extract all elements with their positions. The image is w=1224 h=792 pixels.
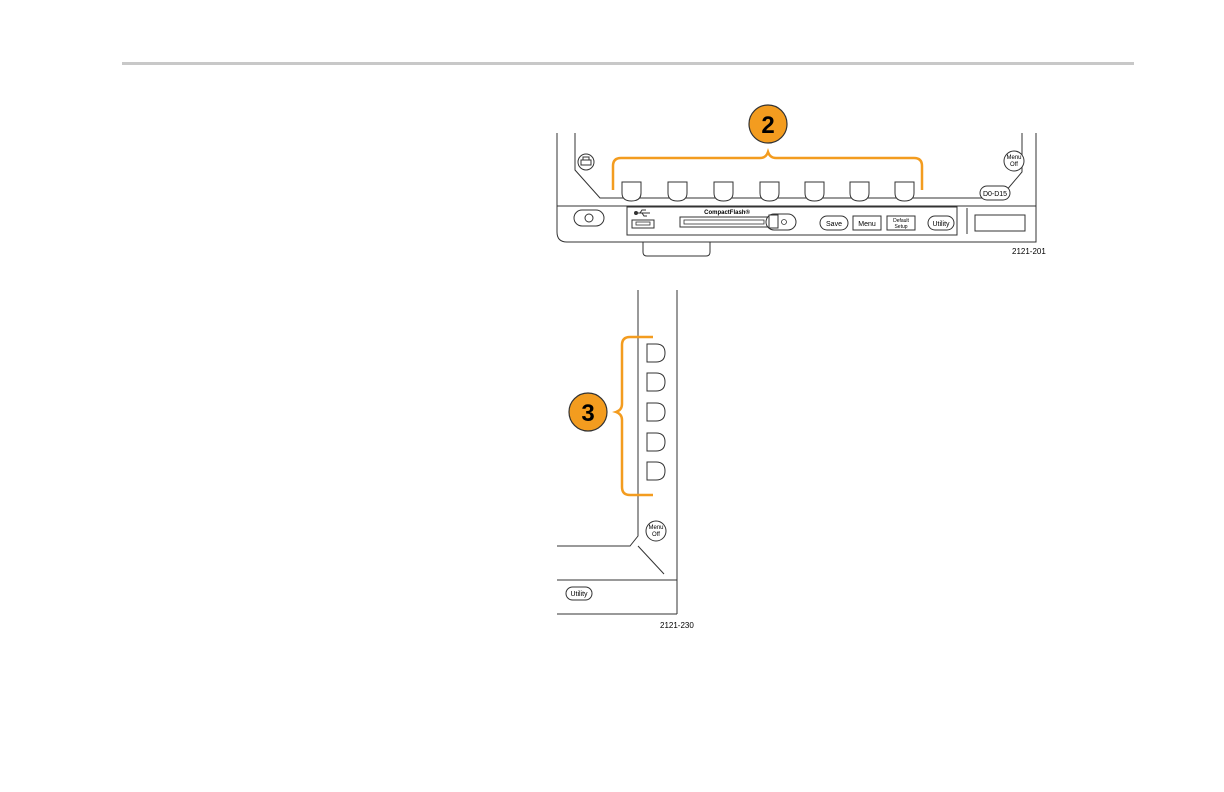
- blank-panel-slot: [975, 215, 1025, 231]
- bezel-button-2[interactable]: [668, 182, 687, 201]
- bezel-button-7[interactable]: [895, 182, 914, 201]
- default-setup-button[interactable]: Default Setup: [887, 216, 915, 230]
- utility-label: Utility: [932, 221, 950, 228]
- bezel-button-5[interactable]: [805, 182, 824, 201]
- side-frame-corner: [638, 546, 664, 574]
- side-bezel-buttons: [647, 344, 665, 480]
- figure-1-id: 2121-201: [1012, 247, 1046, 256]
- side-menu-off-button[interactable]: Menu Off: [646, 521, 666, 541]
- usb-icon: [635, 210, 651, 216]
- bezel-button-1[interactable]: [622, 182, 641, 201]
- utility-button[interactable]: Utility: [928, 216, 954, 230]
- side-button-4[interactable]: [647, 433, 665, 451]
- bezel-tab: [643, 242, 710, 256]
- callout-2-badge: 2: [749, 105, 787, 143]
- default-setup-label-2: Setup: [894, 224, 907, 230]
- menu-off-label-2: Off: [1010, 162, 1018, 168]
- side-button-5[interactable]: [647, 462, 665, 480]
- figure-2-id: 2121-230: [660, 621, 694, 630]
- bezel-button-3[interactable]: [714, 182, 733, 201]
- callout-2-number: 2: [761, 112, 774, 139]
- bezel-button-6[interactable]: [850, 182, 869, 201]
- side-menu-off-label-1: Menu: [648, 525, 663, 531]
- usb-port: [632, 210, 654, 228]
- compactflash-label: CompactFlash®: [704, 209, 750, 216]
- side-utility-button[interactable]: Utility: [566, 587, 592, 600]
- bezel-button-4[interactable]: [760, 182, 779, 201]
- side-button-3[interactable]: [647, 403, 665, 421]
- menu-off-button[interactable]: Menu Off: [1004, 151, 1024, 171]
- side-button-2[interactable]: [647, 373, 665, 391]
- menu-button[interactable]: Menu: [853, 216, 881, 230]
- compactflash-slot: CompactFlash®: [680, 209, 796, 230]
- side-menu-off-label-2: Off: [652, 532, 660, 538]
- menu-label: Menu: [858, 221, 876, 228]
- figure-side-bezel: [557, 290, 677, 614]
- digital-channels-label: D0-D15: [983, 191, 1007, 198]
- digital-channels-button[interactable]: D0-D15: [980, 186, 1010, 200]
- screen-frame: [575, 133, 1022, 198]
- callout-3-badge: 3: [569, 393, 607, 431]
- save-label: Save: [826, 221, 842, 228]
- menu-off-label-1: Menu: [1006, 155, 1021, 161]
- side-utility-label: Utility: [570, 591, 588, 598]
- side-button-1[interactable]: [647, 344, 665, 362]
- power-button[interactable]: [574, 210, 604, 226]
- compactflash-eject-button[interactable]: [769, 215, 778, 228]
- save-button[interactable]: Save: [820, 216, 848, 230]
- callout-3-number: 3: [581, 400, 594, 427]
- print-button[interactable]: [578, 154, 594, 170]
